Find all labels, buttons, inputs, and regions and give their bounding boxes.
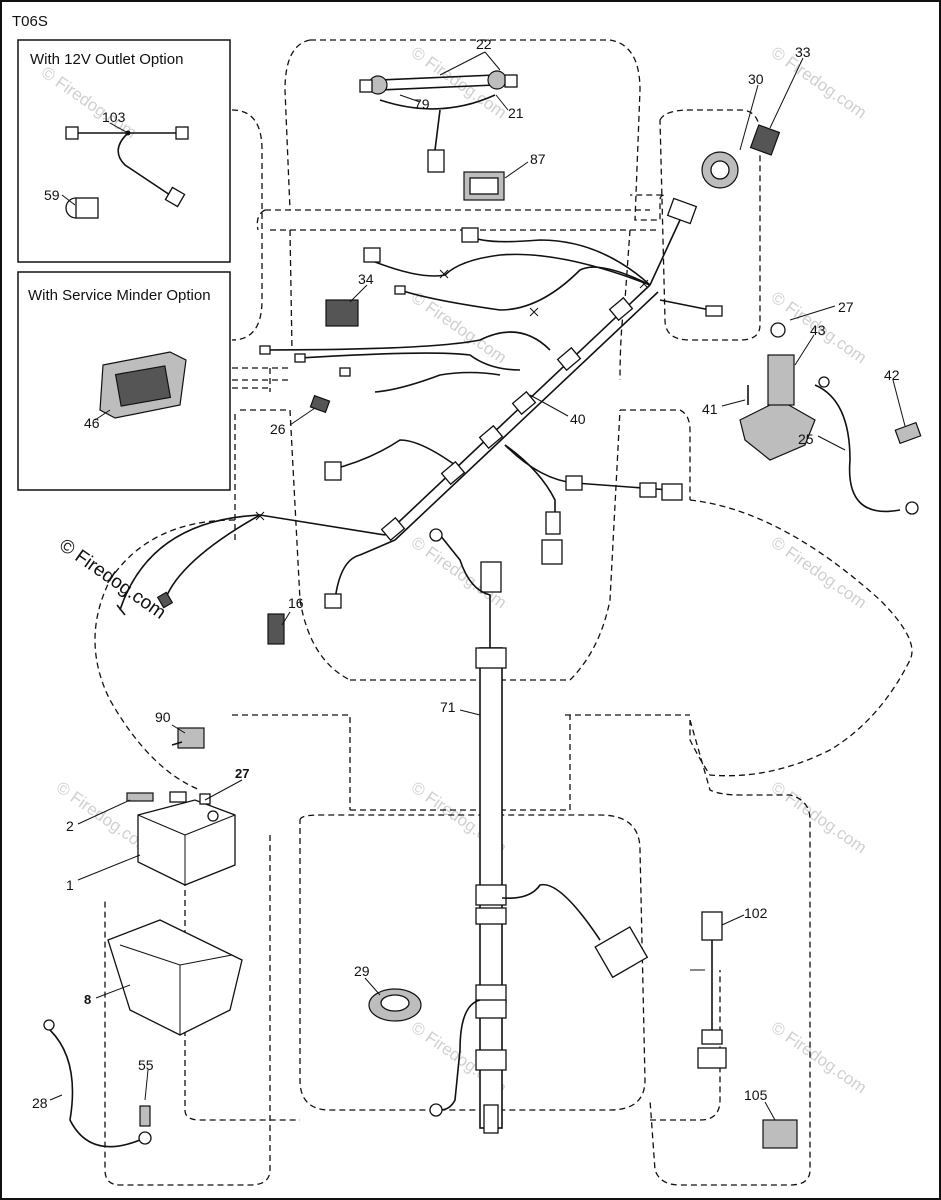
watermark: © Firedog.com bbox=[768, 43, 870, 123]
watermark: © Firedog.com bbox=[768, 778, 870, 858]
horn-29 bbox=[368, 988, 422, 1022]
watermark: © Firedog.com bbox=[768, 1018, 870, 1098]
label-87: 87 bbox=[530, 151, 546, 167]
label-25: 25 bbox=[798, 431, 814, 447]
label-90: 90 bbox=[155, 709, 171, 725]
watermark: © Firedog.com bbox=[408, 288, 510, 368]
outlet-parts bbox=[65, 126, 189, 219]
battery bbox=[126, 791, 236, 886]
ground-harness bbox=[429, 528, 649, 1134]
label-102: 102 bbox=[744, 905, 768, 921]
label-27a: 27 bbox=[838, 299, 854, 315]
label-1: 1 bbox=[66, 877, 74, 893]
part-labels: 22 21 79 87 30 33 27 43 42 41 25 34 40 2… bbox=[32, 36, 900, 1111]
switch-34 bbox=[325, 299, 359, 327]
label-22: 22 bbox=[476, 36, 492, 52]
service-minder-part bbox=[99, 351, 187, 419]
label-41: 41 bbox=[702, 401, 718, 417]
label-40: 40 bbox=[570, 411, 586, 427]
diagram-code: T06S bbox=[12, 13, 48, 30]
label-16: 16 bbox=[288, 595, 304, 611]
label-105: 105 bbox=[744, 1087, 768, 1103]
label-55: 55 bbox=[138, 1057, 154, 1073]
ground-cable-28 bbox=[43, 1019, 152, 1148]
label-2: 2 bbox=[66, 818, 74, 834]
label-34: 34 bbox=[358, 271, 374, 287]
harness-102 bbox=[690, 911, 727, 1069]
label-43: 43 bbox=[810, 322, 826, 338]
label-71: 71 bbox=[440, 699, 456, 715]
tractor-outline bbox=[94, 39, 913, 1186]
label-27b: 27 bbox=[235, 766, 249, 781]
outlet-option-title: With 12V Outlet Option bbox=[30, 51, 183, 68]
label-21: 21 bbox=[508, 105, 524, 121]
label-46: 46 bbox=[84, 415, 100, 431]
label-103: 103 bbox=[102, 109, 126, 125]
label-33: 33 bbox=[795, 44, 811, 60]
watermark: © Firedog.com bbox=[768, 533, 870, 613]
label-59: 59 bbox=[44, 187, 60, 203]
starter-solenoid bbox=[739, 322, 922, 515]
label-79: 79 bbox=[414, 96, 430, 112]
label-28: 28 bbox=[32, 1095, 48, 1111]
outlet-option-box: With 12V Outlet Option bbox=[17, 39, 231, 263]
relay-87 bbox=[463, 171, 505, 201]
fuse-26 bbox=[309, 394, 331, 414]
ignition-switch bbox=[701, 124, 781, 189]
battery-tray bbox=[107, 919, 243, 1036]
relay-90 bbox=[171, 727, 205, 749]
headlight-harness bbox=[359, 70, 518, 173]
interlock-16 bbox=[267, 613, 285, 645]
label-8: 8 bbox=[84, 992, 91, 1007]
label-30: 30 bbox=[748, 71, 764, 87]
watermark-dark: © Firedog.com bbox=[55, 535, 169, 624]
label-26: 26 bbox=[270, 421, 286, 437]
label-42: 42 bbox=[884, 367, 900, 383]
minder-option-title: With Service Minder Option bbox=[28, 287, 211, 304]
label-29: 29 bbox=[354, 963, 370, 979]
switch-105 bbox=[762, 1119, 798, 1149]
main-harness bbox=[116, 197, 723, 616]
leaders bbox=[49, 51, 906, 1121]
